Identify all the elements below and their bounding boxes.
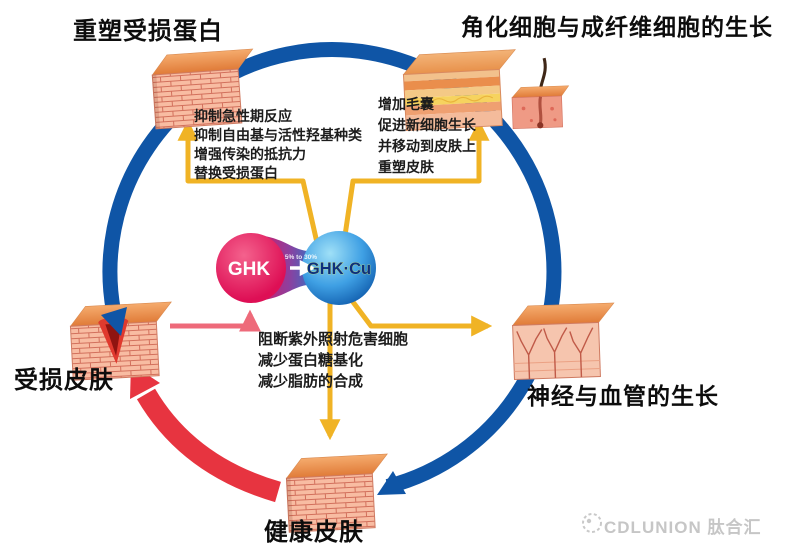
connector-to-cell-growth bbox=[339, 119, 490, 257]
ghk-label: GHK bbox=[228, 259, 271, 280]
note-line: 减少蛋白糖基化 bbox=[258, 352, 364, 369]
blue-arrowhead-into-wound bbox=[101, 307, 127, 336]
label-nerve-vessel-growth: 神经与血管的生长 bbox=[527, 383, 719, 409]
note-line: 重塑皮肤 bbox=[378, 159, 434, 175]
note-growth-effects: 增加毛囊 促进新细胞生长 并移动到皮肤上 重塑皮肤 bbox=[378, 94, 476, 178]
skin-cube-nerves bbox=[511, 302, 615, 380]
connector-to-nerve-vessel bbox=[345, 292, 493, 337]
note-line: 抑制自由基与活性羟基种类 bbox=[194, 127, 362, 143]
note-line: 增强传染的抵抗力 bbox=[194, 146, 306, 162]
skin-cube-layers bbox=[402, 49, 516, 131]
ghkcu-label: GHK·Cu bbox=[307, 260, 371, 278]
title-keratinocyte-fibroblast-growth: 角化细胞与成纤维细胞的生长 bbox=[461, 14, 773, 40]
note-line: 促进新细胞生长 bbox=[378, 117, 476, 133]
ghk-molecule-graphic: 5% to 30% GHK GHK·Cu bbox=[216, 231, 376, 305]
brand-watermark: CDLUNION 肽合汇 bbox=[604, 518, 762, 537]
skin-layer-stripes bbox=[402, 68, 503, 131]
note-remodel-effects: 抑制急性期反应 抑制自由基与活性羟基种类 增强传染的抵抗力 替换受损蛋白 bbox=[194, 107, 362, 183]
note-line: 阻断紫外照射危害细胞 bbox=[258, 331, 409, 348]
nerve-branches bbox=[516, 327, 594, 379]
label-healthy-skin: 健康皮肤 bbox=[264, 519, 364, 546]
note-protection-effects: 阻断紫外照射危害细胞 减少蛋白糖基化 减少脂肪的合成 bbox=[258, 329, 408, 392]
brand-logo-icon bbox=[582, 513, 602, 533]
note-line: 并移动到皮肤上 bbox=[378, 138, 476, 154]
red-cycle-arrow bbox=[136, 388, 281, 503]
skin-cube-healthy bbox=[285, 453, 388, 533]
blue-arrowhead-to-healthy-skin bbox=[377, 471, 406, 495]
hair-follicle-cube bbox=[511, 57, 570, 129]
note-line: 抑制急性期反应 bbox=[194, 108, 292, 124]
connector-to-remodel-protein bbox=[177, 119, 323, 257]
note-line: 增加毛囊 bbox=[378, 96, 434, 112]
note-line: 减少脂肪的合成 bbox=[258, 373, 364, 390]
title-remodel-damaged-protein: 重塑受损蛋白 bbox=[73, 18, 223, 45]
conversion-note-label: 5% to 30% bbox=[285, 254, 317, 261]
ghkcu-sphere bbox=[302, 231, 376, 305]
ghk-blob bbox=[216, 233, 286, 303]
note-line: 替换受损蛋白 bbox=[194, 165, 278, 181]
connector-damaged-skin-to-ghk bbox=[170, 309, 262, 332]
label-damaged-skin: 受损皮肤 bbox=[14, 367, 114, 394]
skin-cube-remodel bbox=[151, 48, 254, 130]
